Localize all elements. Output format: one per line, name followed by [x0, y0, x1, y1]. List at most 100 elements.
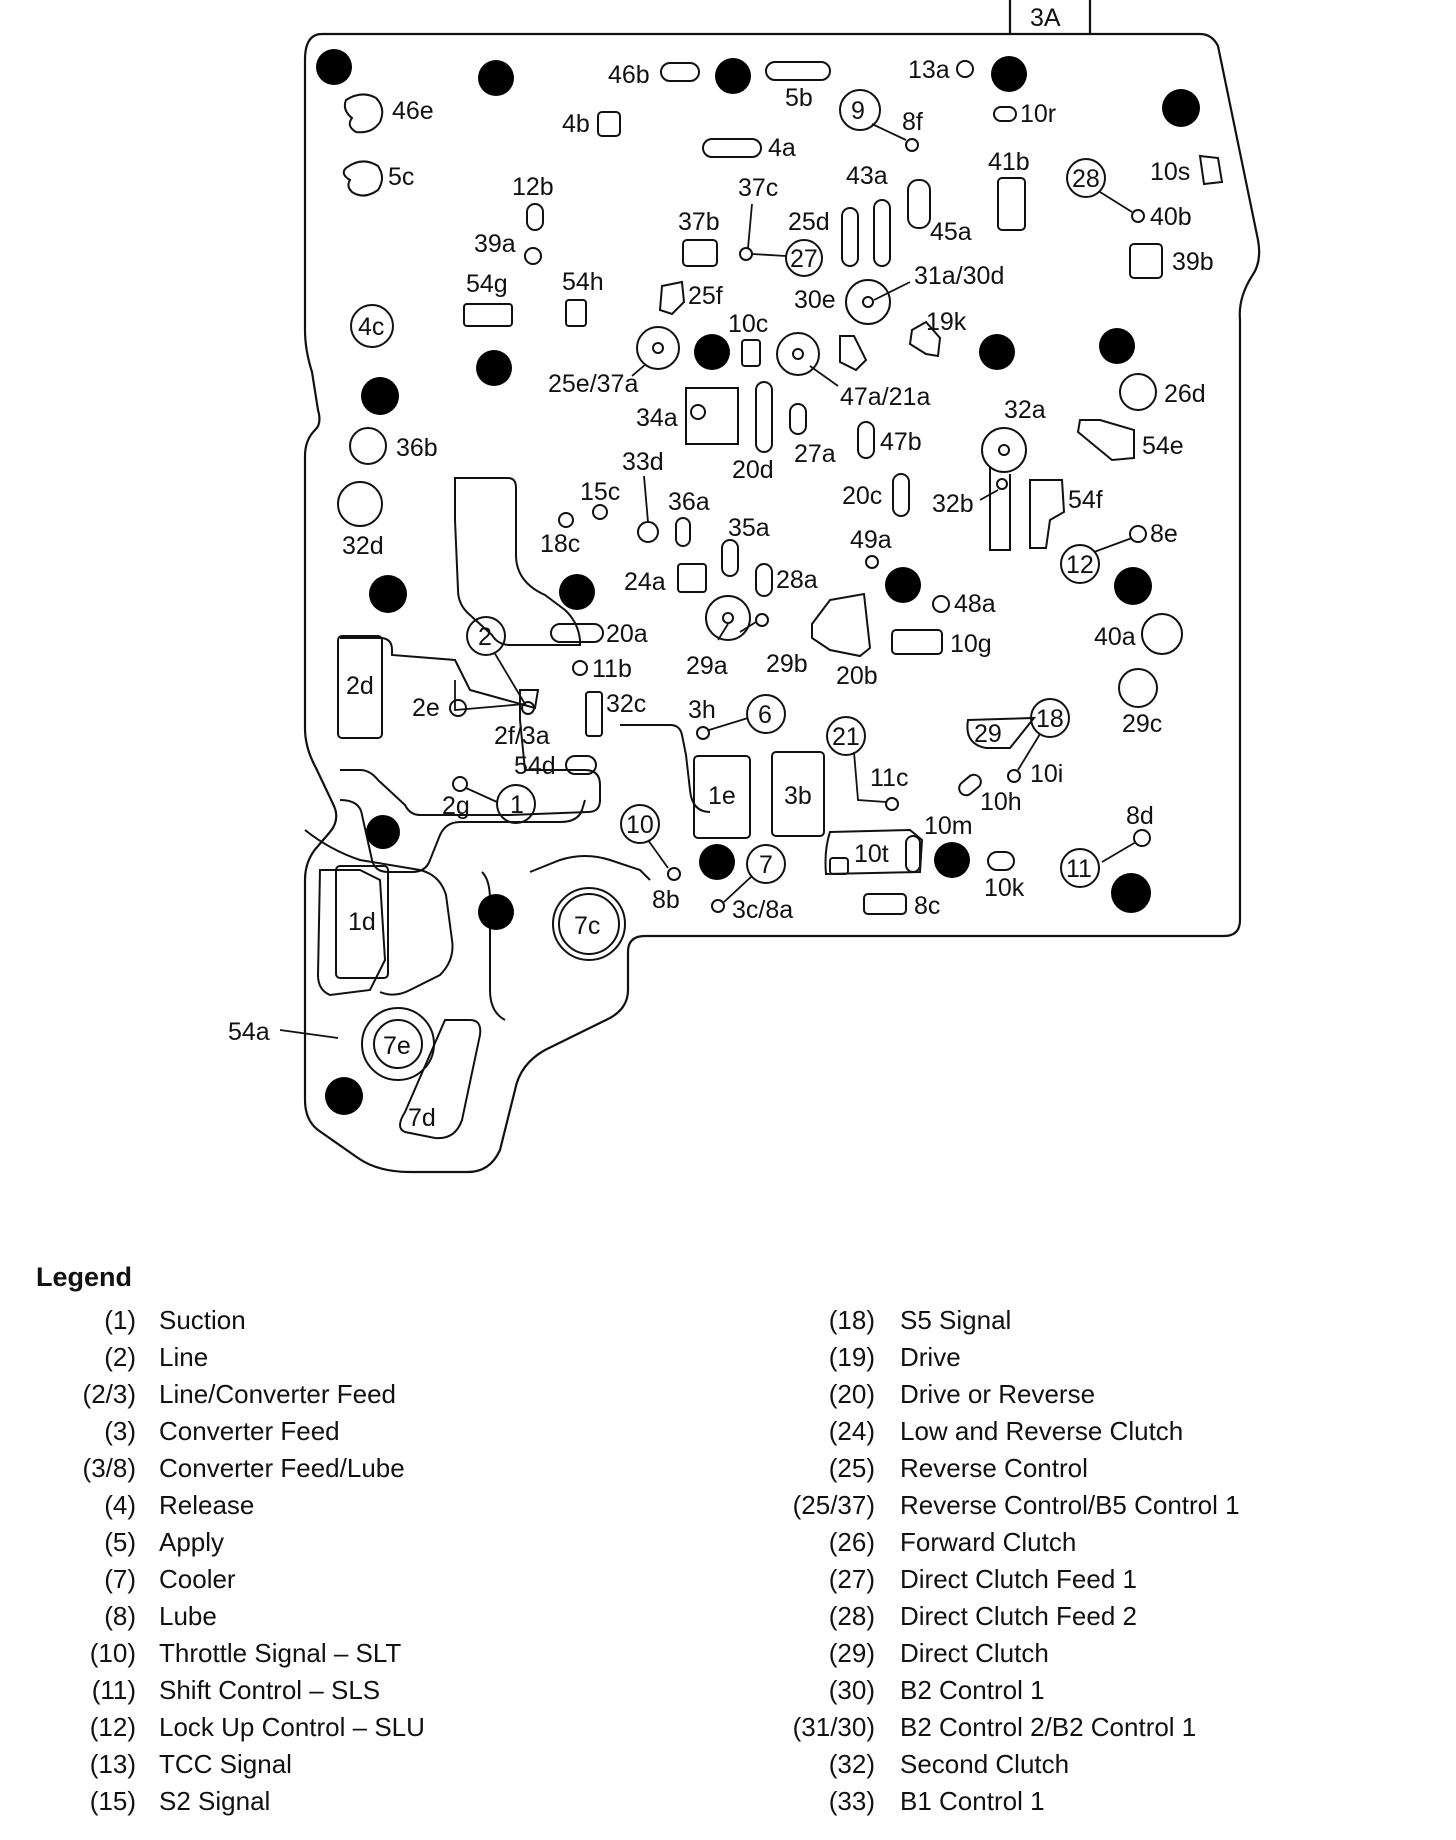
legend-description: Line/Converter Feed — [159, 1379, 397, 1409]
channel-outline-lower-mid — [339, 799, 586, 873]
port-label: 40a — [1094, 623, 1136, 651]
port-label: 11 — [1066, 855, 1092, 883]
channel-outline-center-step — [620, 724, 711, 813]
port-label: 7 — [759, 851, 773, 879]
legend-row: (28)Direct Clutch Feed 2 — [740, 1601, 1380, 1638]
legend-number: (25/37) — [792, 1490, 875, 1520]
port-label: 10r — [1020, 100, 1056, 128]
port-10g — [891, 629, 943, 655]
port-3h — [696, 726, 710, 740]
port-32d — [337, 481, 383, 527]
legend-row: (11)Shift Control – SLS — [36, 1675, 596, 1712]
lead-33d — [643, 475, 649, 523]
port-10h — [958, 773, 982, 797]
black-hole — [559, 574, 595, 610]
port-label: 2d — [346, 672, 374, 700]
black-hole — [366, 815, 400, 849]
legend-number: (3/8) — [82, 1453, 136, 1483]
legend-row: (7)Cooler — [36, 1564, 596, 1601]
port-label: 21 — [832, 723, 860, 751]
lead-10i — [1017, 733, 1041, 771]
legend-row: (2/3)Line/Converter Feed — [36, 1379, 596, 1416]
port-label: 8c — [914, 892, 940, 920]
port-4c — [350, 304, 394, 348]
port-label: 30e — [794, 286, 836, 314]
black-hole — [934, 842, 970, 878]
port-label: 20a — [606, 620, 648, 648]
port-label: 54d — [514, 752, 556, 780]
legend-row: (18)S5 Signal — [740, 1305, 1380, 1342]
port-label: 31a/30d — [914, 262, 1004, 290]
black-hole — [325, 1077, 363, 1115]
port-11-bubble — [1060, 848, 1100, 888]
port-label: 10c — [728, 310, 768, 338]
lead-1 — [465, 787, 498, 803]
port-label: 11c — [870, 764, 908, 792]
port-label: 10t — [854, 840, 889, 868]
black-hole — [1162, 89, 1200, 127]
legend-description: B2 Control 2/B2 Control 1 — [900, 1712, 1197, 1742]
port-label: 43a — [846, 162, 888, 190]
port-37c — [739, 247, 753, 261]
port-label: 2e — [412, 694, 440, 722]
port-label: 54e — [1142, 432, 1184, 460]
legend-row: (1)Suction — [36, 1305, 596, 1342]
legend-row: (30)B2 Control 1 — [740, 1675, 1380, 1712]
port-label: 2 — [478, 623, 492, 651]
port-10t-inner — [829, 857, 849, 875]
port-label: 15c — [580, 478, 620, 506]
port-31a30d-inner — [862, 296, 874, 308]
legend-left-column: (1)Suction (2)Line (2/3)Line/Converter F… — [36, 1305, 596, 1823]
legend-row: (31/30)B2 Control 2/B2 Control 1 — [740, 1712, 1380, 1749]
port-label: 18c — [540, 530, 580, 558]
port-32a — [981, 427, 1027, 473]
legend-number: (19) — [828, 1342, 875, 1372]
port-label: 29c — [1122, 710, 1162, 738]
port-label: 36a — [668, 488, 710, 516]
legend-title: Legend — [36, 1262, 133, 1292]
lead-8e — [1093, 537, 1133, 553]
port-1e — [693, 755, 751, 839]
black-hole — [1114, 567, 1152, 605]
port-label: 39b — [1172, 248, 1214, 276]
black-hole — [699, 844, 735, 880]
port-label: 41b — [988, 148, 1030, 176]
port-label: 45a — [930, 218, 972, 246]
legend-description: Forward Clutch — [900, 1527, 1077, 1557]
port-30e — [839, 335, 868, 372]
port-8b — [667, 867, 681, 881]
port-5b — [765, 61, 831, 81]
port-label: 5b — [785, 84, 813, 112]
legend-number: (15) — [89, 1786, 136, 1816]
port-35a — [721, 539, 739, 577]
legend-number: (10) — [89, 1638, 136, 1668]
port-25e37a — [636, 326, 680, 370]
legend-description: Line — [159, 1342, 209, 1372]
port-32a-arm — [989, 466, 1011, 551]
lead-29a — [717, 621, 757, 641]
legend-row: (25/37)Reverse Control/B5 Control 1 — [740, 1490, 1380, 1527]
legend-number: (33) — [828, 1786, 875, 1816]
legend-row: (26)Forward Clutch — [740, 1527, 1380, 1564]
port-10t — [824, 828, 924, 876]
channel-outline-left-pocket — [316, 869, 387, 997]
port-label: 37b — [678, 208, 720, 236]
black-hole — [478, 894, 514, 930]
port-46b — [660, 62, 700, 82]
port-2g — [452, 776, 468, 792]
port-label: 32c — [606, 690, 646, 718]
lead-47a21a — [809, 365, 839, 387]
lead-40b — [1099, 191, 1133, 213]
port-43a — [873, 199, 891, 267]
port-40b — [1131, 209, 1145, 223]
port-label: 10m — [924, 812, 973, 840]
port-20d — [755, 381, 773, 453]
port-54e — [1076, 419, 1135, 462]
legend-description: Cooler — [159, 1564, 236, 1594]
legend-description: Suction — [159, 1305, 246, 1335]
port-label: 8e — [1150, 520, 1178, 548]
port-label: 4b — [562, 110, 590, 138]
legend-description: Direct Clutch Feed 2 — [900, 1601, 1137, 1631]
port-8f — [905, 138, 919, 152]
port-39a — [524, 247, 542, 265]
